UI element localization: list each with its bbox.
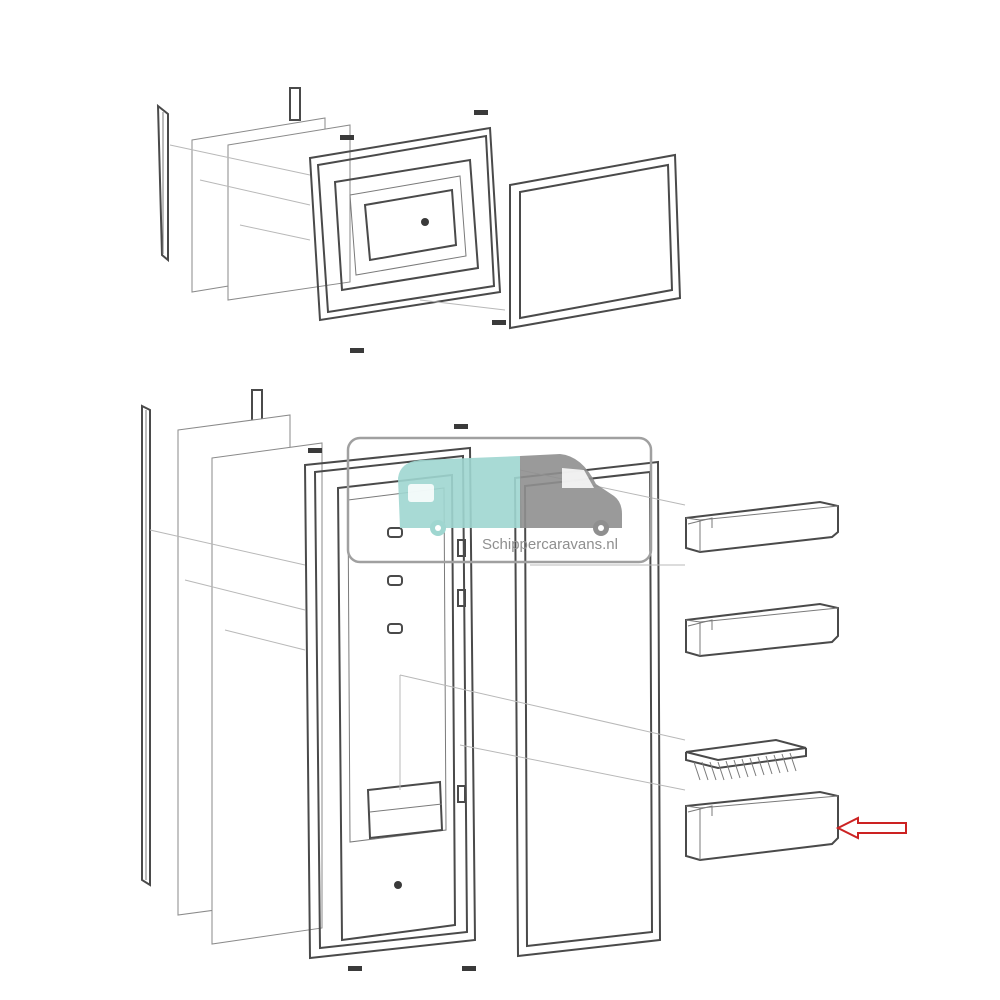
door-bin-1: [685, 500, 839, 554]
rail-clip-icon: [457, 539, 466, 557]
liner-screw-icon: [421, 218, 429, 226]
fastener-icon: [350, 348, 364, 353]
bottom-hinge-rod: [251, 389, 263, 423]
top-hinge-rod: [289, 87, 301, 121]
fastener-icon: [462, 966, 476, 971]
rail-clip-icon: [457, 589, 466, 607]
liner-screw-icon: [394, 881, 402, 889]
rail-clip-icon: [457, 785, 466, 803]
shelf-peg-icon: [387, 575, 403, 586]
freezer-door-assembly: [156, 87, 682, 353]
highlight-arrow: [835, 816, 907, 840]
fastener-icon: [492, 320, 506, 325]
egg-tray: [685, 738, 807, 781]
watermark-text: Schippercaravans.nl: [482, 536, 618, 553]
fastener-icon: [308, 448, 322, 453]
shelf-peg-icon: [387, 623, 403, 634]
freezer-side-strip: [156, 103, 169, 263]
shelf-peg-icon: [387, 527, 403, 538]
watermark: Schippercaravans.nl: [346, 436, 653, 564]
fridge-insulation-panels: [177, 414, 323, 945]
door-bin-2: [685, 602, 839, 658]
watermark-frame: [346, 436, 653, 564]
camper-van-icon: [398, 454, 622, 536]
fridge-door-gasket: [513, 460, 662, 958]
fridge-door-assembly: [141, 389, 839, 971]
fastener-icon: [340, 135, 354, 140]
freezer-inner-liner: [308, 110, 506, 353]
fastener-icon: [348, 966, 362, 971]
freezer-leader-lines: [169, 144, 506, 311]
freezer-insulation-panels: [191, 117, 351, 301]
door-bin-3-highlighted: [685, 790, 839, 862]
arrow-left-icon: [835, 816, 907, 840]
fastener-icon: [474, 110, 488, 115]
fridge-side-strip: [141, 404, 151, 887]
fastener-icon: [454, 424, 468, 429]
freezer-door-gasket: [509, 153, 682, 330]
